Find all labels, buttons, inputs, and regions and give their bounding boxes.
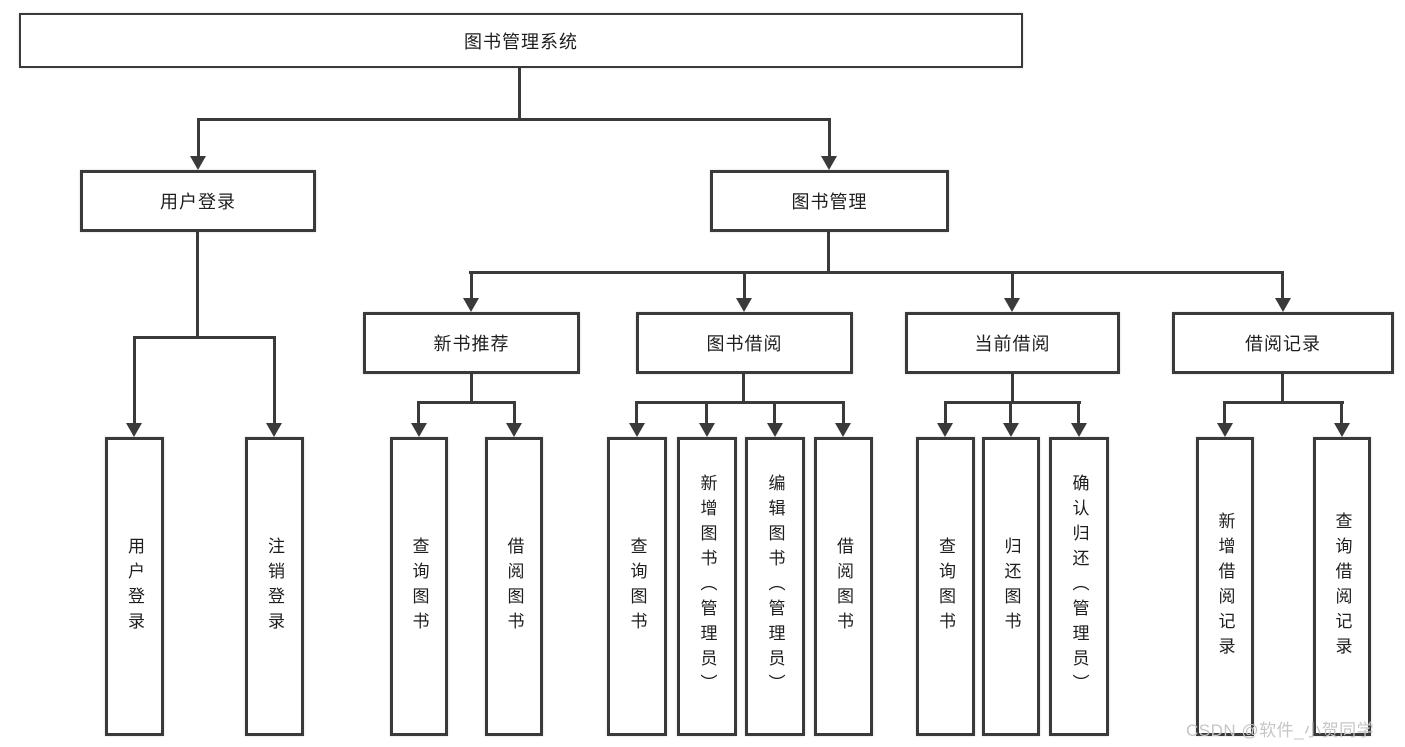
arrowhead-down-icon [767, 423, 783, 437]
connector-line [742, 374, 745, 404]
leaf-logout: 注销登录 [245, 437, 304, 736]
node-user-login: 用户登录 [80, 170, 316, 232]
leaf-borrow-books: 借阅图书 [814, 437, 873, 736]
arrowhead-down-icon [1004, 298, 1020, 312]
connector-line [518, 68, 521, 120]
leaf-add-borrow-record: 新增借阅记录 [1196, 437, 1254, 736]
connector-line [1223, 401, 1344, 404]
arrowhead-down-icon [1217, 423, 1233, 437]
leaf-label: 归还图书 [1001, 536, 1021, 637]
connector-line [1281, 271, 1284, 300]
leaf-label: 借阅图书 [504, 536, 524, 637]
arrowhead-down-icon [835, 423, 851, 437]
leaf-label: 编辑图书（管理员） [765, 474, 785, 699]
connector-line [1281, 374, 1284, 404]
arrowhead-down-icon [190, 156, 206, 170]
leaf-label: 用户登录 [125, 536, 144, 637]
leaf-edit-books-admin: 编辑图书（管理员） [745, 437, 805, 736]
arrowhead-down-icon [699, 423, 715, 437]
node-label: 新书推荐 [433, 334, 510, 354]
connector-line [469, 271, 1283, 274]
connector-line [513, 401, 516, 425]
leaf-label: 新增图书（管理员） [697, 474, 717, 699]
connector-line [417, 401, 516, 404]
leaf-query-books-current: 查询图书 [916, 437, 975, 736]
arrowhead-down-icon [1334, 423, 1350, 437]
arrowhead-down-icon [266, 423, 282, 437]
arrowhead-down-icon [937, 423, 953, 437]
leaf-label: 查询图书 [627, 536, 647, 637]
leaf-add-books-admin: 新增图书（管理员） [677, 437, 737, 736]
connector-line [133, 336, 136, 425]
node-borrow-records: 借阅记录 [1172, 312, 1394, 374]
node-label: 当前借阅 [974, 334, 1051, 354]
leaf-label: 查询图书 [409, 536, 429, 637]
connector-line [828, 118, 831, 158]
leaf-query-borrow-record: 查询借阅记录 [1313, 437, 1371, 736]
connector-line [1009, 401, 1012, 425]
arrowhead-down-icon [1275, 298, 1291, 312]
leaf-label: 新增借阅记录 [1215, 511, 1235, 662]
connector-line [635, 401, 638, 425]
connector-line [635, 401, 845, 404]
connector-line [197, 118, 831, 121]
leaf-label: 注销登录 [265, 536, 284, 637]
node-book-management: 图书管理 [710, 170, 949, 232]
connector-line [1011, 271, 1014, 300]
leaf-confirm-return-admin: 确认归还（管理员） [1049, 437, 1109, 736]
leaf-query-books-recommend: 查询图书 [390, 437, 448, 736]
connector-line [1011, 374, 1014, 404]
connector-line [133, 336, 276, 339]
connector-line [470, 374, 473, 404]
connector-line [842, 401, 845, 425]
leaf-label: 借阅图书 [834, 536, 853, 637]
arrowhead-down-icon [736, 298, 752, 312]
leaf-borrow-books-recommend: 借阅图书 [485, 437, 543, 736]
arrowhead-down-icon [126, 423, 142, 437]
connector-line [944, 401, 1081, 404]
connector-line [197, 118, 200, 158]
arrowhead-down-icon [463, 298, 479, 312]
node-label: 图书借阅 [706, 334, 783, 354]
arrowhead-down-icon [821, 156, 837, 170]
connector-line [827, 232, 830, 274]
connector-line [944, 401, 947, 425]
node-root-book-management-system: 图书管理系统 [19, 13, 1023, 68]
connector-line [196, 232, 199, 338]
arrowhead-down-icon [411, 423, 427, 437]
leaf-label: 确认归还（管理员） [1069, 474, 1089, 699]
node-label: 用户登录 [160, 192, 236, 212]
connector-line [1077, 401, 1080, 425]
node-label: 图书管理 [791, 192, 868, 212]
leaf-user-login: 用户登录 [105, 437, 164, 736]
leaf-label: 查询借阅记录 [1332, 511, 1352, 662]
connector-line [1223, 401, 1226, 425]
connector-line [705, 401, 708, 425]
leaf-return-books: 归还图书 [982, 437, 1040, 736]
connector-line [470, 271, 473, 300]
arrowhead-down-icon [1071, 423, 1087, 437]
arrowhead-down-icon [506, 423, 522, 437]
watermark: CSDN @软件_小贺同学 [1186, 721, 1375, 740]
arrowhead-down-icon [629, 423, 645, 437]
arrowhead-down-icon [1003, 423, 1019, 437]
connector-line [1340, 401, 1343, 425]
leaf-label: 查询图书 [936, 536, 955, 637]
connector-line [743, 271, 746, 300]
connector-line [273, 336, 276, 425]
connector-line [417, 401, 420, 425]
node-current-borrow: 当前借阅 [905, 312, 1120, 374]
node-label: 借阅记录 [1245, 334, 1321, 354]
connector-line [773, 401, 776, 425]
node-book-borrow: 图书借阅 [636, 312, 853, 374]
node-label: 图书管理系统 [464, 31, 578, 52]
leaf-query-books-borrow: 查询图书 [607, 437, 667, 736]
node-new-book-recommend: 新书推荐 [363, 312, 580, 374]
